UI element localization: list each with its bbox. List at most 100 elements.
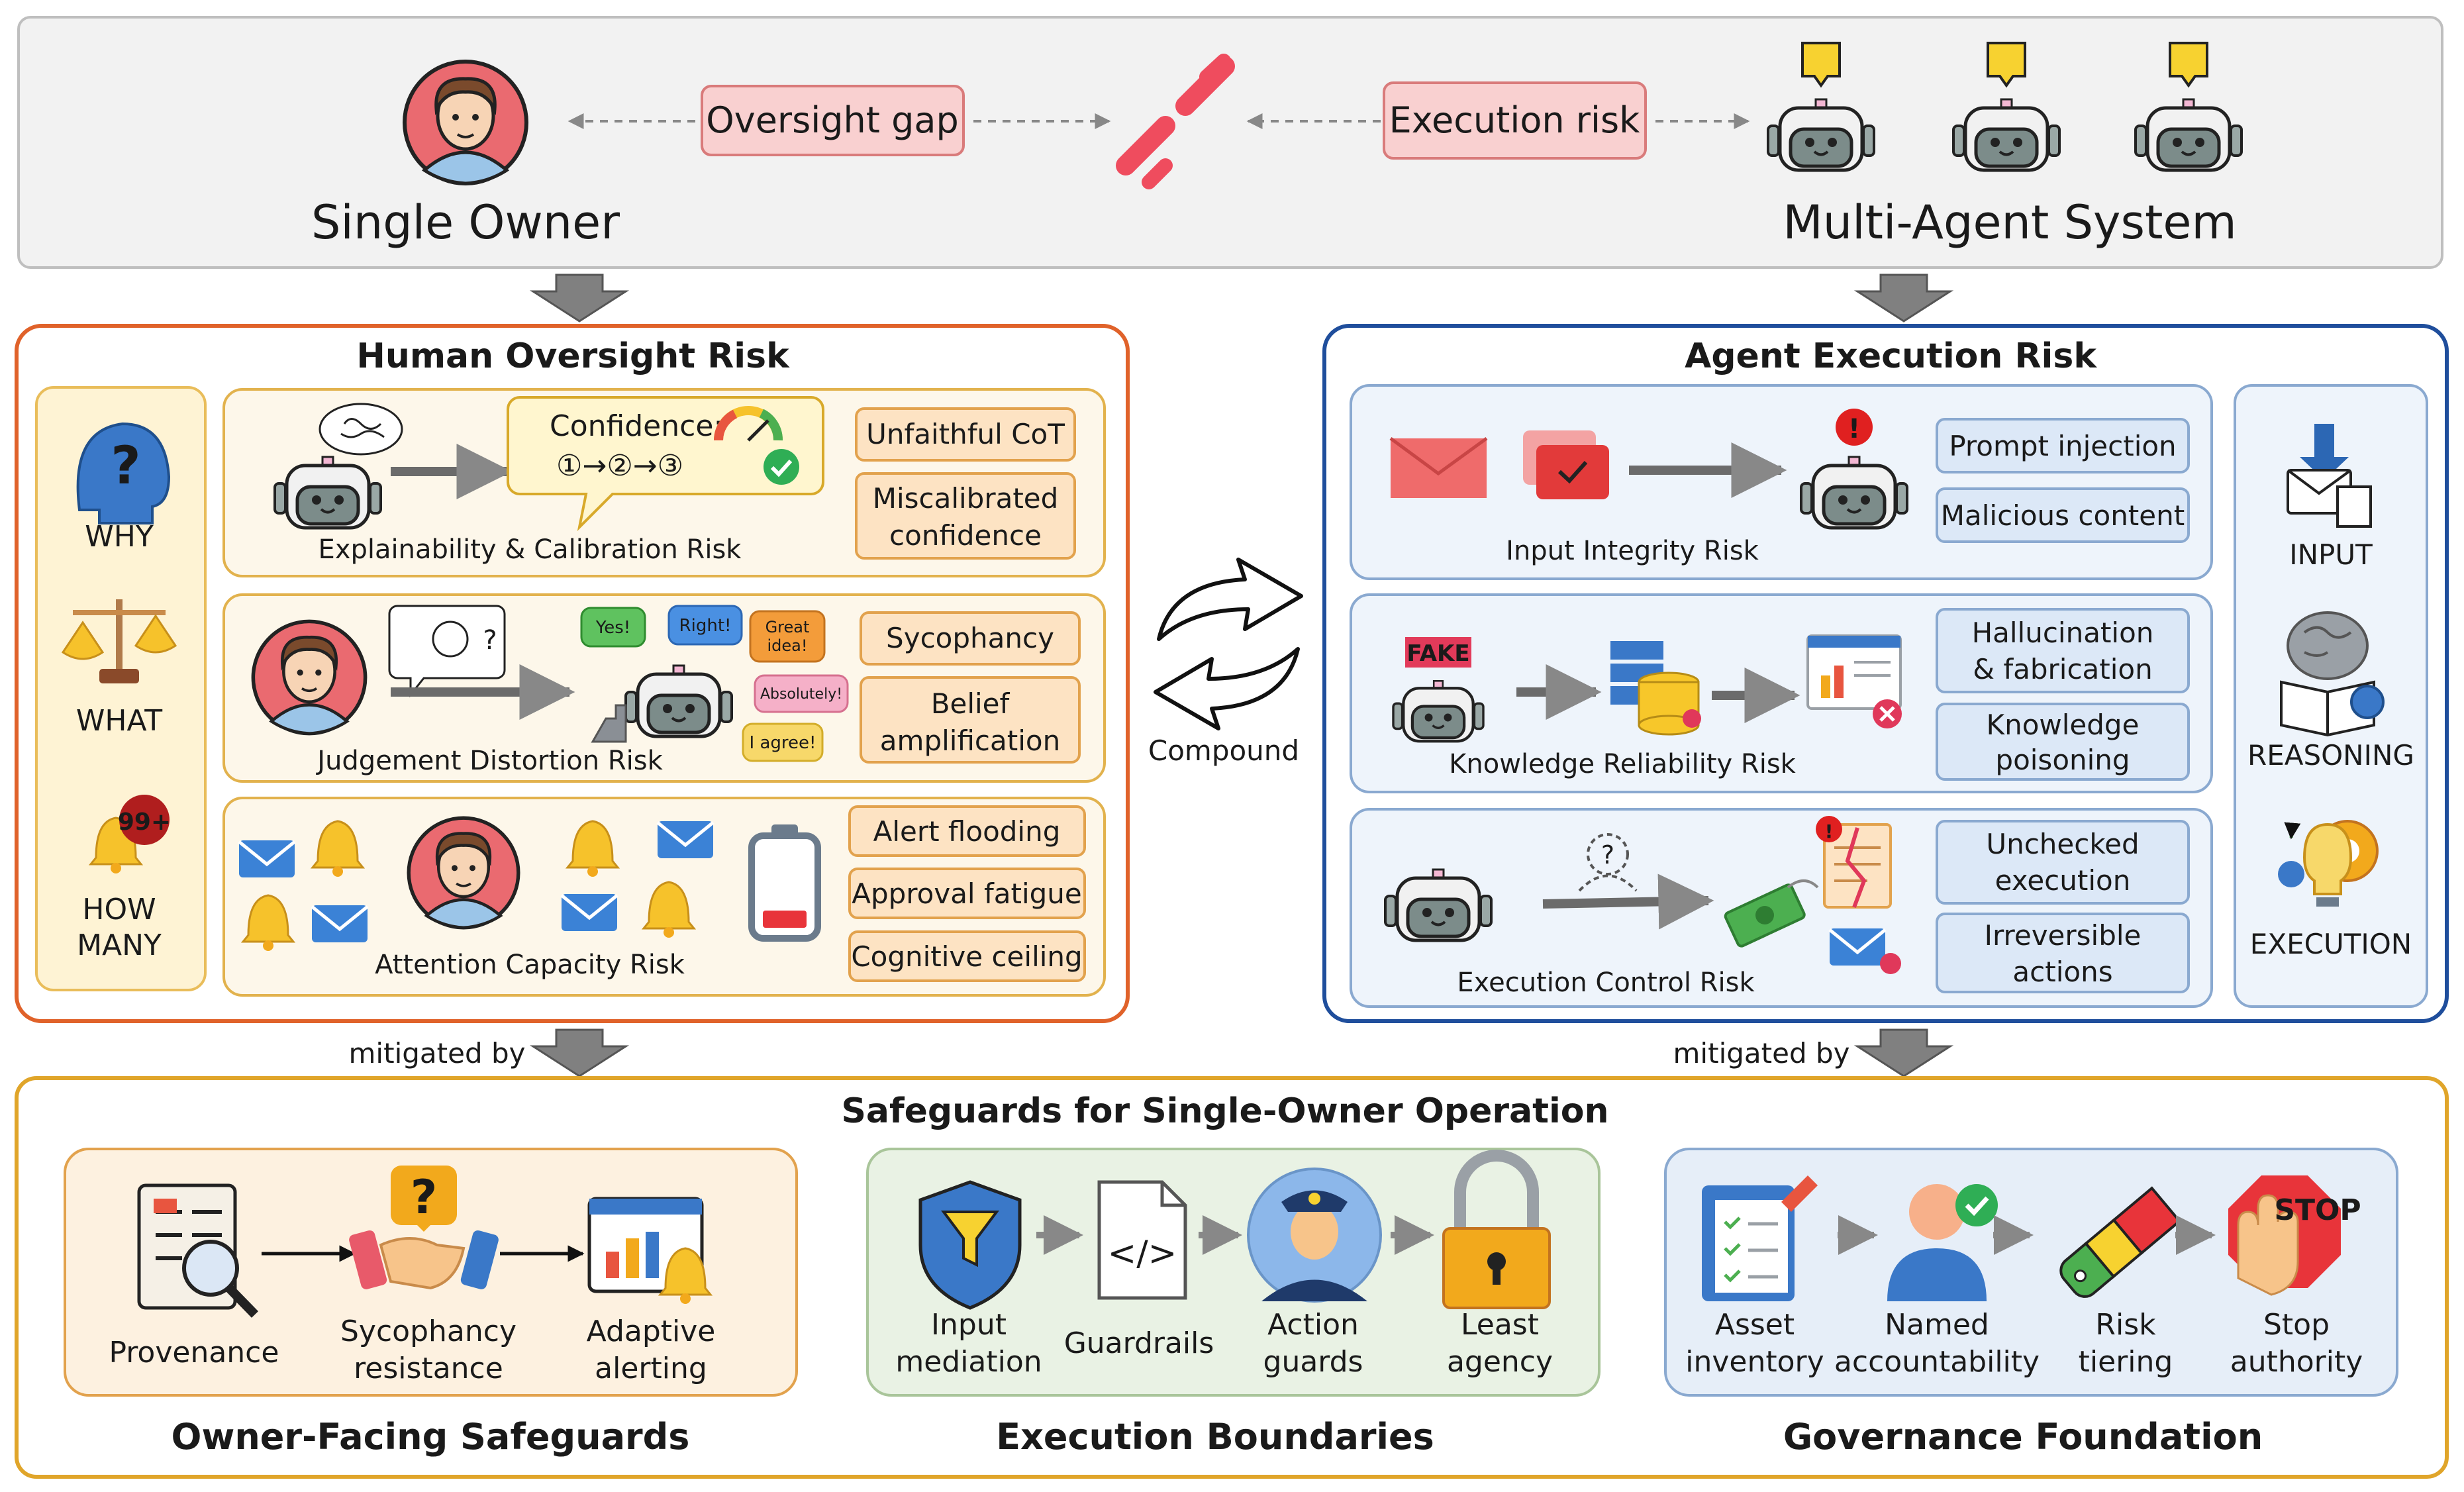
sidebar-why: WHY <box>85 520 154 554</box>
risk-tier-tag-icon <box>2059 1186 2182 1298</box>
item-stop-authority-2: authority <box>2230 1345 2363 1379</box>
item-guardrails: Guardrails <box>1064 1326 1214 1360</box>
tag-unfaithful-cot <box>855 407 1076 462</box>
thumbs-up-icon <box>591 704 627 743</box>
envelope-red-icon <box>1389 436 1488 498</box>
svg-text:I agree!: I agree! <box>750 733 816 753</box>
top-banner <box>17 16 2443 269</box>
svg-text:Alert flooding: Alert flooding <box>873 815 1061 848</box>
item-named-accountability-2: accountability <box>1834 1345 2040 1379</box>
input-mail-icon <box>2287 424 2372 528</box>
svg-text:& fabrication: & fabrication <box>1973 653 2153 685</box>
confidence-steps: ①→②→③ <box>556 449 683 483</box>
judgement-caption: Judgement Distortion Risk <box>315 746 663 776</box>
svg-text:Malicious content: Malicious content <box>1941 499 2185 532</box>
execution-gear-icon <box>2278 820 2379 907</box>
svg-text:Unchecked: Unchecked <box>1986 828 2139 860</box>
tag-alert-flooding <box>848 805 1086 857</box>
alert-icon: ! <box>1836 409 1873 446</box>
compound-label: Compound <box>1148 734 1299 767</box>
svg-text:Irreversible: Irreversible <box>1985 919 2142 952</box>
bubble-absolutely <box>754 674 849 713</box>
execution-boundaries-box <box>866 1148 1601 1397</box>
item-asset-inventory-2: inventory <box>1685 1345 1824 1379</box>
sidebar-what: WHAT <box>76 704 162 738</box>
mail-icon-2 <box>312 905 368 942</box>
brain-book-icon <box>2280 611 2385 737</box>
owner-icon <box>405 62 526 183</box>
thought-cloud <box>319 403 403 456</box>
svg-text:Unfaithful CoT: Unfaithful CoT <box>866 418 1065 450</box>
low-battery-icon <box>748 824 821 942</box>
bell-notification-icon <box>89 795 170 875</box>
named-person-icon <box>1887 1184 1998 1301</box>
svg-text:Miscalibrated: Miscalibrated <box>873 482 1059 515</box>
execution-boundaries-title: Execution Boundaries <box>996 1416 1434 1458</box>
svg-text:Belief: Belief <box>931 687 1010 720</box>
svg-text:Right!: Right! <box>679 616 732 636</box>
tag-irreversible-actions <box>1936 913 2190 993</box>
asset-inventory-icon <box>1702 1175 1818 1301</box>
item-risk-tiering-1: Risk <box>2095 1308 2156 1342</box>
tag-malicious-content <box>1936 487 2190 543</box>
sidebar-input: INPUT <box>2289 538 2373 571</box>
svg-text:?: ? <box>111 436 140 496</box>
explainability-caption: Explainability & Calibration Risk <box>319 534 742 565</box>
governance-box <box>1664 1148 2398 1397</box>
svg-text:Sycophancy: Sycophancy <box>886 622 1054 654</box>
broken-link-icon <box>1116 54 1235 189</box>
svg-text:actions: actions <box>2012 956 2112 988</box>
compound-cycle-icon <box>1154 558 1303 730</box>
item-action-guards-1: Action <box>1267 1308 1359 1342</box>
svg-text:?: ? <box>1601 840 1614 870</box>
oversight-gap-text: Oversight gap <box>706 99 959 141</box>
svg-text:!: ! <box>1825 821 1834 842</box>
mail-icon-3 <box>658 821 713 858</box>
gauge-icon <box>714 406 783 442</box>
svg-text:idea!: idea! <box>767 636 808 655</box>
svg-text:poisoning: poisoning <box>1995 744 2130 776</box>
unknown-user-icon: ? <box>1578 833 1638 892</box>
agent-robots <box>1768 42 2242 170</box>
stop-sign-icon <box>2228 1175 2341 1296</box>
mitigated-arrow-left <box>529 1028 630 1077</box>
svg-text:Yes!: Yes! <box>595 618 630 638</box>
flying-money-icon <box>1724 879 1819 948</box>
check-icon <box>764 449 799 485</box>
bubble-yes <box>580 607 646 648</box>
scale-icon <box>61 599 177 683</box>
mitigated-arrow-right <box>1853 1028 1954 1077</box>
item-stop-authority-1: Stop <box>2263 1308 2330 1342</box>
tag-approval-fatigue <box>848 868 1086 919</box>
knowledge-caption: Knowledge Reliability Risk <box>1449 749 1796 779</box>
suspicious-chat-icon <box>1523 430 1609 499</box>
item-sycophancy-resistance-1: Sycophancy <box>340 1315 517 1348</box>
item-least-agency-1: Least <box>1461 1308 1539 1342</box>
owner-safeguards-title: Owner-Facing Safeguards <box>172 1416 690 1458</box>
safeguards-title: Safeguards for Single-Owner Operation <box>841 1091 1608 1131</box>
tag-belief-amplification <box>860 676 1081 764</box>
attention-caption: Attention Capacity Risk <box>375 950 685 980</box>
item-input-mediation-1: Input <box>931 1308 1007 1342</box>
confused-bubble <box>388 605 506 698</box>
padlock-icon <box>1442 1150 1551 1309</box>
agent-execution-title: Agent Execution Risk <box>1685 336 2097 376</box>
tag-knowledge-poisoning <box>1936 703 2190 781</box>
filter-shield-icon <box>918 1180 1022 1310</box>
item-adaptive-alerting-2: alerting <box>595 1352 707 1385</box>
svg-text:confidence: confidence <box>889 519 1042 552</box>
guard-officer-icon <box>1247 1168 1382 1303</box>
item-action-guards-2: guards <box>1263 1345 1363 1379</box>
svg-text:!: ! <box>1848 414 1860 444</box>
confidence-label: Confidence: <box>550 409 723 443</box>
svg-text:Knowledge: Knowledge <box>1987 709 2140 741</box>
svg-text:</>: </> <box>1108 1234 1177 1273</box>
item-risk-tiering-2: tiering <box>2079 1345 2173 1379</box>
handshake-icon: ? <box>349 1166 499 1290</box>
human-oversight-title: Human Oversight Risk <box>356 336 790 376</box>
fake-label-box <box>1405 637 1471 668</box>
tag-unchecked-execution <box>1936 820 2190 905</box>
svg-text:Hallucination: Hallucination <box>1972 617 2154 649</box>
tag-sycophancy <box>860 611 1081 666</box>
